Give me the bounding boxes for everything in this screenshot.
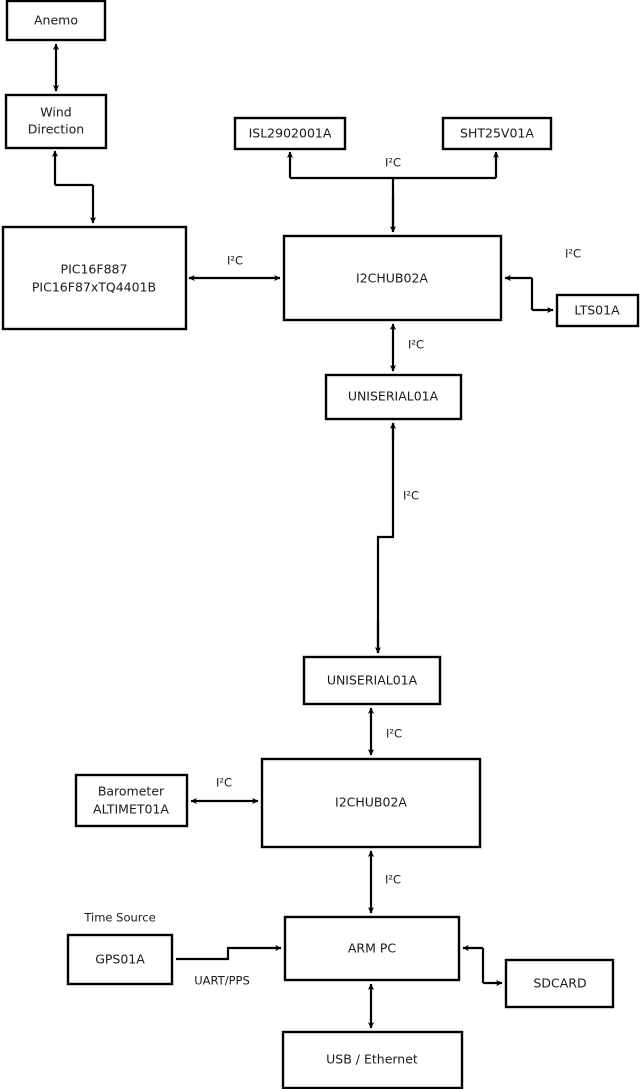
node-pic-microcontroller[interactable]: PIC16F887 PIC16F87xTQ4401B — [1, 225, 188, 331]
edge-wind-direction-pic — [51, 150, 97, 224]
edge-uniserial-bottom-hub-bottom: I²C — [367, 707, 402, 756]
edge-label-i2c-hub-lts: I²C — [565, 247, 581, 261]
node-uniserial01a-top[interactable]: UNISERIAL01A — [324, 373, 463, 421]
node-uniserial01a-bottom[interactable]: UNISERIAL01A — [302, 655, 442, 706]
node-usb-ethernet[interactable]: USB / Ethernet — [281, 1030, 464, 1089]
edge-pic-hub-top: I²C — [188, 254, 281, 282]
edge-label-i2c-sensors-top: I²C — [385, 156, 401, 170]
node-i2chub02a-top[interactable]: I2CHUB02A — [282, 234, 503, 322]
edge-armpc-sdcard — [462, 944, 503, 987]
node-label-pic-line2: PIC16F87xTQ4401B — [32, 280, 156, 295]
node-anemo[interactable]: Anemo — [5, 0, 107, 42]
label-time-source: Time Source — [83, 911, 155, 925]
node-label-sht: SHT25V01A — [460, 126, 534, 141]
node-label-isl: ISL2902001A — [249, 126, 332, 141]
node-label-wind-direction-line2: Direction — [28, 122, 84, 137]
edge-hub-top-sensors: I²C — [286, 151, 500, 233]
node-label-sdcard: SDCARD — [533, 976, 586, 991]
edge-label-i2c-hub-armpc: I²C — [385, 873, 401, 887]
node-label-gps: GPS01A — [95, 952, 145, 967]
edge-hub-bottom-armpc: I²C — [367, 850, 401, 914]
node-arm-pc[interactable]: ARM PC — [283, 915, 461, 982]
node-label-anemo: Anemo — [34, 13, 78, 28]
edge-hub-top-uniserial-top: I²C — [389, 323, 424, 372]
edge-hub-top-lts: I²C — [504, 247, 581, 314]
node-label-pic-line1: PIC16F887 — [61, 262, 128, 277]
node-gps01a[interactable]: GPS01A — [66, 933, 174, 986]
edge-label-i2c-uniserial-hub-bottom: I²C — [386, 727, 402, 741]
edge-label-uart-pps: UART/PPS — [194, 974, 250, 988]
node-label-barometer-line2: ALTIMET01A — [93, 802, 169, 817]
node-sdcard[interactable]: SDCARD — [504, 958, 615, 1009]
node-wind-direction[interactable]: Wind Direction — [4, 93, 108, 150]
node-label-hub-bottom: I2CHUB02A — [335, 795, 407, 810]
node-barometer-altimet01a[interactable]: Barometer ALTIMET01A — [74, 773, 189, 828]
node-sht25v01a[interactable]: SHT25V01A — [441, 116, 553, 151]
node-label-arm-pc: ARM PC — [348, 941, 397, 956]
node-i2chub02a-bottom[interactable]: I2CHUB02A — [260, 757, 482, 849]
edge-label-i2c-pic-hub: I²C — [227, 254, 243, 268]
node-isl2902001a[interactable]: ISL2902001A — [233, 116, 347, 151]
node-label-barometer-line1: Barometer — [98, 784, 165, 799]
node-label-lts: LTS01A — [574, 303, 620, 318]
edge-barometer-hub-bottom: I²C — [190, 776, 259, 805]
node-lts01a[interactable]: LTS01A — [555, 293, 640, 328]
edge-label-i2c-uniserial-link: I²C — [403, 489, 419, 503]
node-label-hub-top: I2CHUB02A — [356, 271, 428, 286]
node-label-uniserial-top: UNISERIAL01A — [348, 389, 439, 404]
node-label-usb-ethernet: USB / Ethernet — [326, 1052, 418, 1067]
node-label-wind-direction-line1: Wind — [40, 105, 71, 120]
edge-label-i2c-barometer-hub: I²C — [216, 776, 232, 790]
edge-gps-armpc: UART/PPS — [176, 944, 282, 988]
edge-uniserial-link: I²C — [374, 422, 419, 654]
node-label-uniserial-bottom: UNISERIAL01A — [327, 673, 418, 688]
edge-label-i2c-hub-uniserial: I²C — [408, 338, 424, 352]
